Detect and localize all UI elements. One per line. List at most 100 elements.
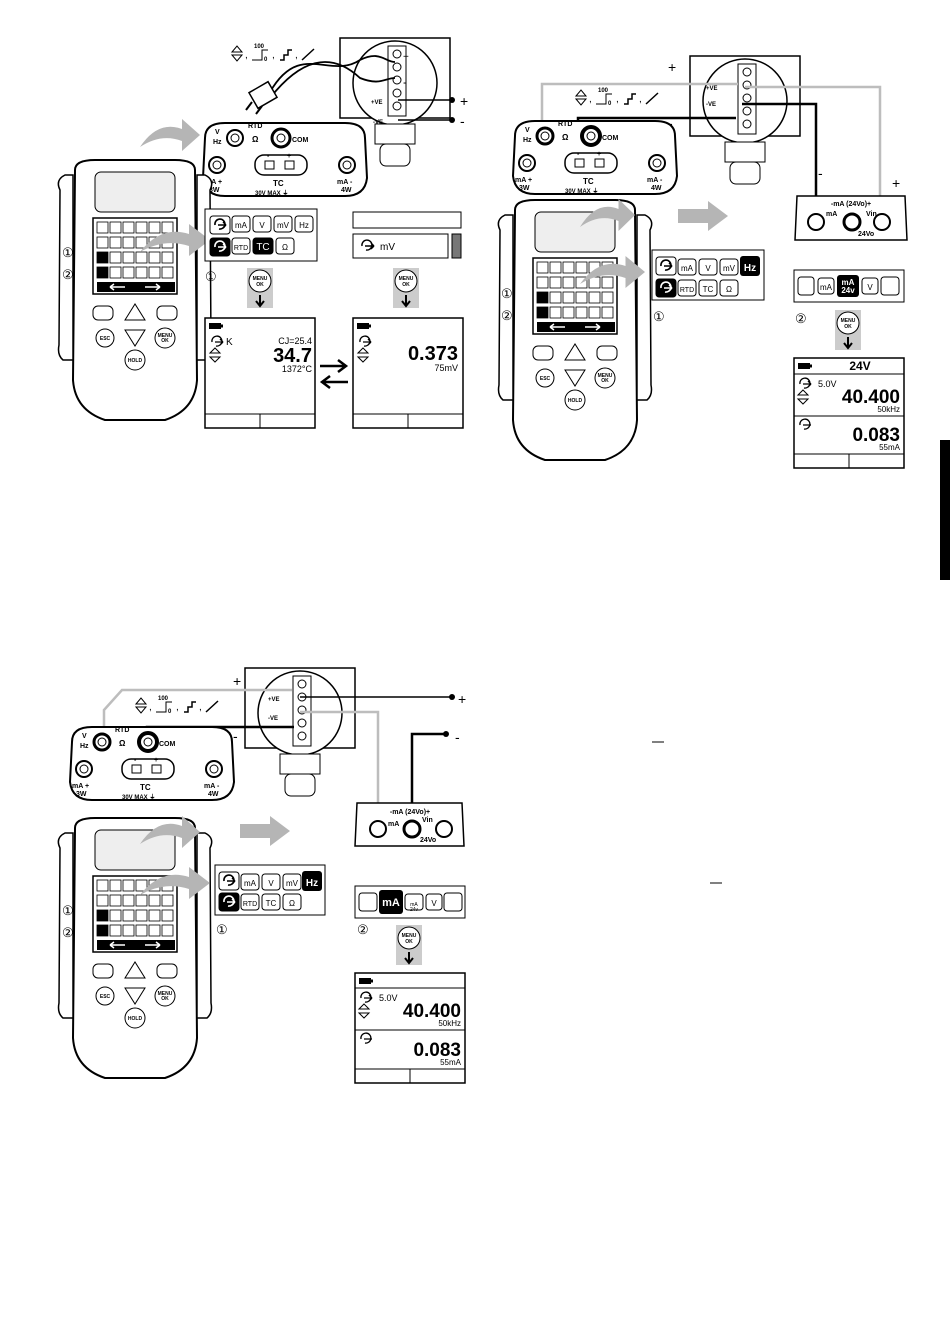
callout3-1: ①: [62, 903, 74, 918]
menu-icon: [677, 258, 697, 276]
menu-icon-label: mA: [235, 221, 248, 230]
callout-1: ①: [62, 245, 74, 260]
menu-icon-label: RTD: [234, 245, 248, 252]
hold-key[interactable]: [124, 1007, 146, 1029]
tr3-minus: -: [233, 728, 238, 744]
ma24v-highlight: 24v: [841, 286, 855, 295]
tc-minus: -: [134, 757, 137, 764]
com-socket: [580, 125, 602, 147]
menu-icon: [231, 215, 251, 233]
esc-key[interactable]: [535, 368, 555, 388]
menu-icon-label: TC: [256, 242, 269, 253]
freq3-range: 50kHz: [438, 1019, 461, 1028]
tr-plus: +: [403, 52, 409, 63]
loop-ma: mA: [826, 211, 837, 218]
ok-text: OK: [844, 324, 852, 330]
esc-key[interactable]: [95, 328, 115, 348]
ok-text: OK: [402, 282, 410, 288]
callout3-1b: ①: [216, 922, 228, 937]
freq-range: 50kHz: [877, 405, 900, 414]
hz-highlight: Hz: [744, 263, 756, 274]
menu-icon-label: mA: [681, 264, 694, 273]
ma-plus-socket: [75, 760, 93, 778]
menu-icon: [817, 277, 835, 295]
hold-label: HOLD: [128, 1016, 143, 1022]
v-hz-socket: [226, 129, 244, 147]
ok-text: OK: [256, 282, 264, 288]
menu-icon-label: V: [867, 283, 873, 292]
tc-cj: CJ=25.4: [278, 336, 312, 346]
menu-icon: [252, 215, 272, 233]
zero-label: 0: [264, 57, 268, 63]
4w-label: 4W: [341, 187, 352, 194]
menu-icon: [425, 893, 443, 911]
menu-ok-key[interactable]: [154, 985, 176, 1007]
menu-icon: [719, 258, 739, 276]
tc-type: K: [226, 337, 233, 348]
loop3-vin: Vin: [422, 817, 433, 824]
menu-ok-key[interactable]: [154, 327, 176, 349]
hold-key[interactable]: [564, 389, 586, 411]
tr3-plus: +: [233, 673, 241, 689]
hold-label: HOLD: [568, 398, 583, 404]
esc-label: ESC: [540, 376, 551, 382]
loop3-ma: mA: [388, 821, 399, 828]
rtd-label: RTD: [558, 121, 572, 128]
com-socket: [137, 731, 159, 753]
menu-icon-label: V: [259, 221, 265, 230]
menu-icon-label: mA: [410, 902, 418, 908]
loop-vin: Vin: [866, 211, 877, 218]
tr-minus: -: [403, 75, 407, 89]
sep: ,: [272, 50, 275, 61]
section-tab-marker: [940, 440, 950, 580]
menu-ok-button[interactable]: [248, 269, 272, 293]
menu-icon-label: V: [431, 899, 437, 908]
ma-minus-socket: [648, 154, 666, 172]
freq-setpoint: 5.0V: [818, 379, 837, 389]
sep: ,: [176, 702, 179, 713]
tr2-minus-ve: -VE: [706, 102, 716, 108]
loop3-header: -mA (24Vo)+: [390, 809, 430, 816]
tc-range: 1372°C: [282, 364, 313, 374]
loop-24vo: 24Vo: [858, 231, 874, 238]
3w-label: 3W: [209, 187, 220, 194]
menu-icon: [404, 893, 424, 911]
menu-icon-label: RTD: [680, 287, 694, 294]
menu-ok-key[interactable]: [594, 367, 616, 389]
menu-icon-label: mA: [820, 283, 833, 292]
menu-icon: [240, 873, 260, 891]
callout2-1: ①: [501, 286, 513, 301]
tr3-minus-ve: -VE: [268, 716, 278, 722]
menu-ok-button[interactable]: [394, 269, 418, 293]
4w-label: 4W: [651, 185, 662, 192]
tc-socket: [564, 152, 618, 174]
menu-icon-label: mV: [723, 264, 736, 273]
menu-ok-button[interactable]: [397, 926, 421, 950]
loop-header: -mA (24Vo)+: [831, 201, 871, 208]
hold-key[interactable]: [124, 349, 146, 371]
3w-label: 3W: [519, 185, 530, 192]
ma-minus-label: mA -: [337, 179, 353, 186]
v-label: V: [82, 733, 87, 740]
rtd-label: RTD: [115, 727, 129, 734]
hundred-label: 100: [158, 696, 169, 702]
hz3-highlight: Hz: [306, 878, 318, 889]
menu-ok-button[interactable]: [836, 311, 860, 335]
tc-label: TC: [583, 177, 594, 186]
menu-icon: [240, 893, 260, 911]
freq-value: 40.400: [842, 387, 900, 408]
ma-plus-socket: [208, 156, 226, 174]
menu-icon-label: TC: [703, 285, 714, 294]
esc-key[interactable]: [95, 986, 115, 1006]
menu-ok-label: MENU: [158, 333, 173, 339]
menu-ok-label: OK: [601, 378, 609, 384]
menu-icon: [275, 237, 295, 255]
menu-icon: [677, 279, 697, 297]
rtd-ohm-label: Ω: [562, 133, 569, 142]
